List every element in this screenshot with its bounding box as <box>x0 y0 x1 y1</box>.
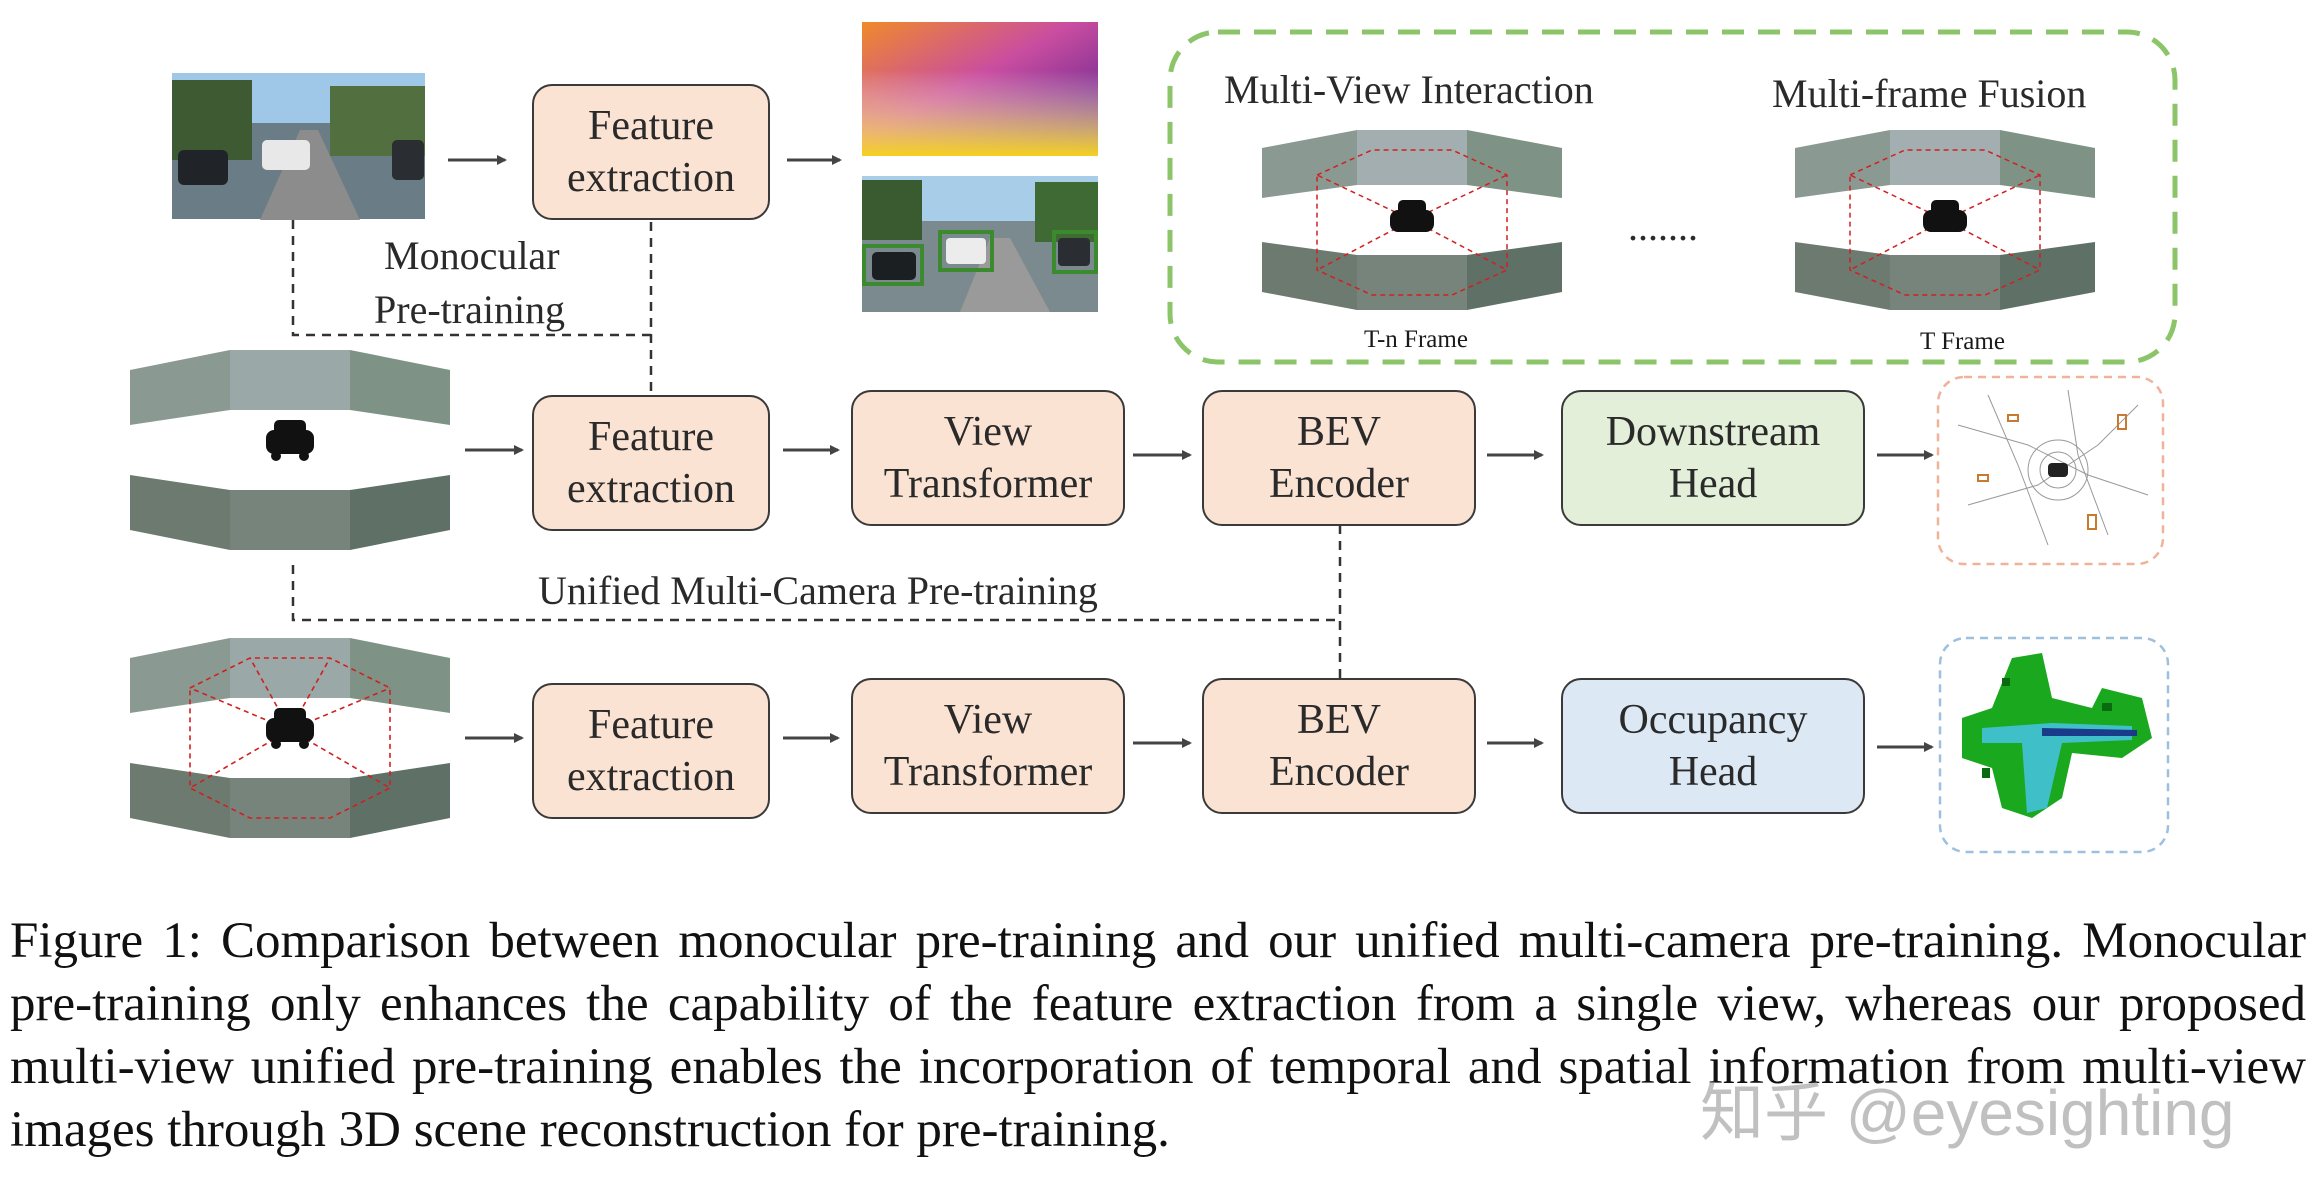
occupancy-output-image <box>1962 653 2152 818</box>
multi-camera-input-row2 <box>130 350 450 550</box>
diagram-connectors <box>172 22 2178 854</box>
watermark: 知乎 @eyesighting <box>1700 1077 2235 1149</box>
t-frame-label: T Frame <box>1920 328 2005 355</box>
occupancy-head-box: Occupancy Head <box>1561 678 1865 814</box>
monocular-label-line2: Pre-training <box>374 287 566 332</box>
box-label-line2: Head <box>1668 461 1758 507</box>
tn-frame-label: T-n Frame <box>1364 326 1468 353</box>
box-label-line2: Encoder <box>1269 461 1409 507</box>
figure-caption: Figure 1: Comparison between monocular p… <box>10 913 2306 1158</box>
downstream-head-box: Downstream Head <box>1561 390 1865 526</box>
box-label-line2: extraction <box>567 754 735 800</box>
r3-view-transformer-box: View Transformer <box>851 678 1125 814</box>
ellipsis-label: ....... <box>1628 204 1698 249</box>
monocular-dashed-line <box>291 220 653 395</box>
box-label-line1: BEV <box>1297 697 1381 743</box>
box-label-line1: View <box>943 409 1033 455</box>
detection-output <box>862 176 1098 312</box>
multi-camera-input-row3 <box>130 638 450 838</box>
r2-feature-extraction-box: Feature extraction <box>532 395 770 531</box>
box-label-line1: Feature <box>588 414 714 460</box>
r2-view-transformer-box: View Transformer <box>851 390 1125 526</box>
box-label-line1: Downstream <box>1605 409 1821 455</box>
box-label-line1: BEV <box>1297 409 1381 455</box>
multi-frame-label: Multi-frame Fusion <box>1772 71 2087 116</box>
box-label-line2: extraction <box>567 155 735 201</box>
box-label-line2: Transformer <box>883 461 1093 507</box>
r3-feature-extraction-box: Feature extraction <box>532 683 770 819</box>
multi-view-label: Multi-View Interaction <box>1224 67 1594 112</box>
mono-photo <box>172 73 425 220</box>
r2-bev-encoder-box: BEV Encoder <box>1202 390 1476 526</box>
temporal-frame-border <box>1167 29 2178 365</box>
monocular-label-line1: Monocular <box>384 233 560 278</box>
depth-map-output <box>862 22 1098 156</box>
box-label-line1: Feature <box>588 103 714 149</box>
box-label-line2: extraction <box>567 466 735 512</box>
unified-label: Unified Multi-Camera Pre-training <box>538 568 1098 613</box>
box-label-line1: Occupancy <box>1618 697 1808 743</box>
box-label-line1: View <box>943 697 1033 743</box>
multi-view-interaction-image <box>1262 130 1562 310</box>
downstream-output-image <box>1957 389 2149 546</box>
mono-feature-extraction-box: Feature extraction <box>532 84 770 220</box>
box-label-line2: Head <box>1668 749 1758 795</box>
box-label-line2: Transformer <box>883 749 1093 795</box>
box-label-line1: Feature <box>588 702 714 748</box>
r3-bev-encoder-box: BEV Encoder <box>1202 678 1476 814</box>
multi-frame-fusion-image <box>1795 130 2095 310</box>
unified-dashed-line <box>291 525 1342 682</box>
box-label-line2: Encoder <box>1269 749 1409 795</box>
